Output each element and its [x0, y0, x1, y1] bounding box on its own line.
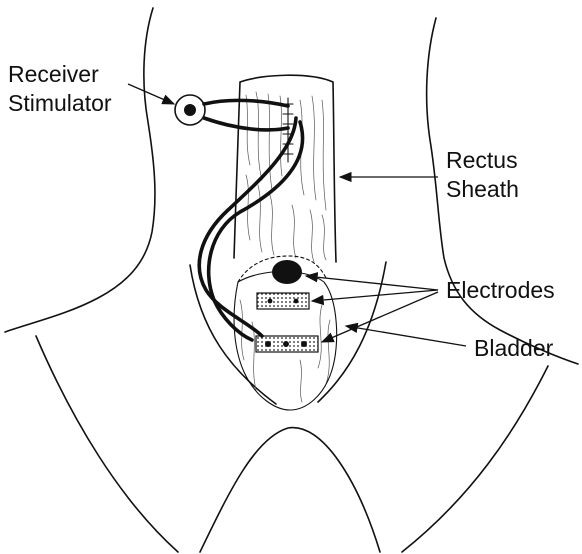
electrode-contact [283, 341, 289, 347]
electrode-contact [268, 299, 273, 304]
electrode-pad-upper [257, 293, 309, 309]
arrow-electrode-top [306, 276, 438, 290]
electrodes-label: Electrodes [446, 277, 555, 303]
rectus-sheath-outline [234, 75, 336, 262]
receiver-label-line2: Stimulator [8, 90, 112, 116]
electrode-top-button [272, 260, 302, 284]
torso-left-edge [5, 8, 155, 332]
electrode-contact [294, 299, 299, 304]
rectus-sheath-texture [240, 92, 330, 402]
receiver-stimulator-center [184, 104, 196, 116]
bladder-label: Bladder [474, 335, 554, 361]
rectus-label-line1: Rectus [446, 147, 518, 173]
arrow-electrode-lower [322, 292, 438, 342]
receiver-stimulator [175, 95, 205, 125]
left-thigh-inner [36, 336, 178, 552]
electrodes [256, 260, 318, 352]
lead-wire-upper [204, 100, 288, 106]
rectus-label-line2: Sheath [446, 176, 519, 202]
crotch-curve [200, 428, 380, 552]
receiver-label-line1: Receiver [8, 61, 99, 87]
lead-wire-lower [204, 118, 288, 130]
electrode-contact [265, 341, 271, 347]
arrow-receiver [128, 84, 174, 104]
right-thigh-inner [402, 366, 548, 552]
electrode-contact [301, 341, 307, 347]
